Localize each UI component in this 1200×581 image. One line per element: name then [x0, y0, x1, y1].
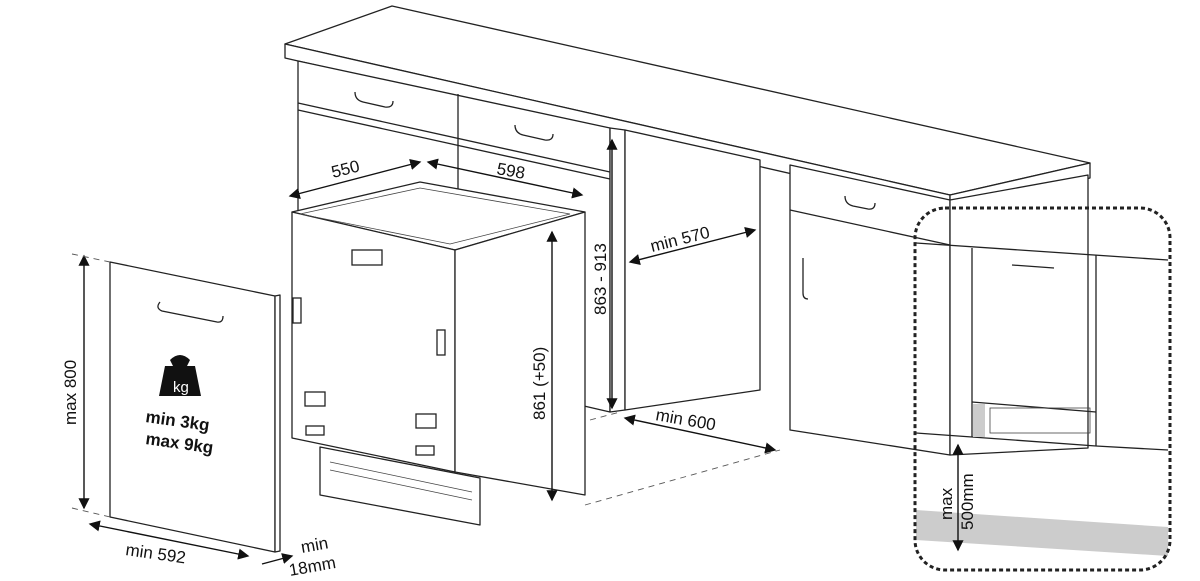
- door-hinge-bracket: [351, 249, 383, 266]
- weight-icon-text: kg: [173, 379, 189, 396]
- door-min-width-label: min 592: [124, 540, 187, 567]
- drawer-handle-icon: [514, 124, 554, 141]
- cavity-height-label: 863 - 913: [591, 243, 610, 315]
- cavity-panel: [609, 127, 761, 413]
- dimensions: [71, 138, 777, 565]
- drawer-handle-icon: [844, 195, 876, 210]
- door-max-height-label: max 800: [61, 360, 80, 425]
- appliance-height-label: 861 (+50): [530, 347, 549, 420]
- right-cabinet: [789, 164, 1089, 456]
- width-label: 598: [495, 159, 526, 183]
- door-handle-icon: [1011, 264, 1055, 269]
- door-thickness-value-label: 18mm: [287, 553, 337, 580]
- drawer-handle-icon: [354, 91, 394, 108]
- door-handle-icon: [157, 301, 224, 323]
- door-panel: kg min 3kg max 9kg: [109, 261, 281, 553]
- plinth-value-label: 500mm: [958, 473, 977, 530]
- plinth-max-label: max: [937, 487, 956, 520]
- plinth-detail-inset: [913, 206, 1172, 572]
- door-thickness-min-label: min: [299, 533, 329, 556]
- door-handle-icon: [802, 258, 809, 300]
- min-width-label: min 600: [654, 405, 717, 434]
- weight-icon: kg: [159, 355, 201, 396]
- countertop: [284, 5, 1091, 211]
